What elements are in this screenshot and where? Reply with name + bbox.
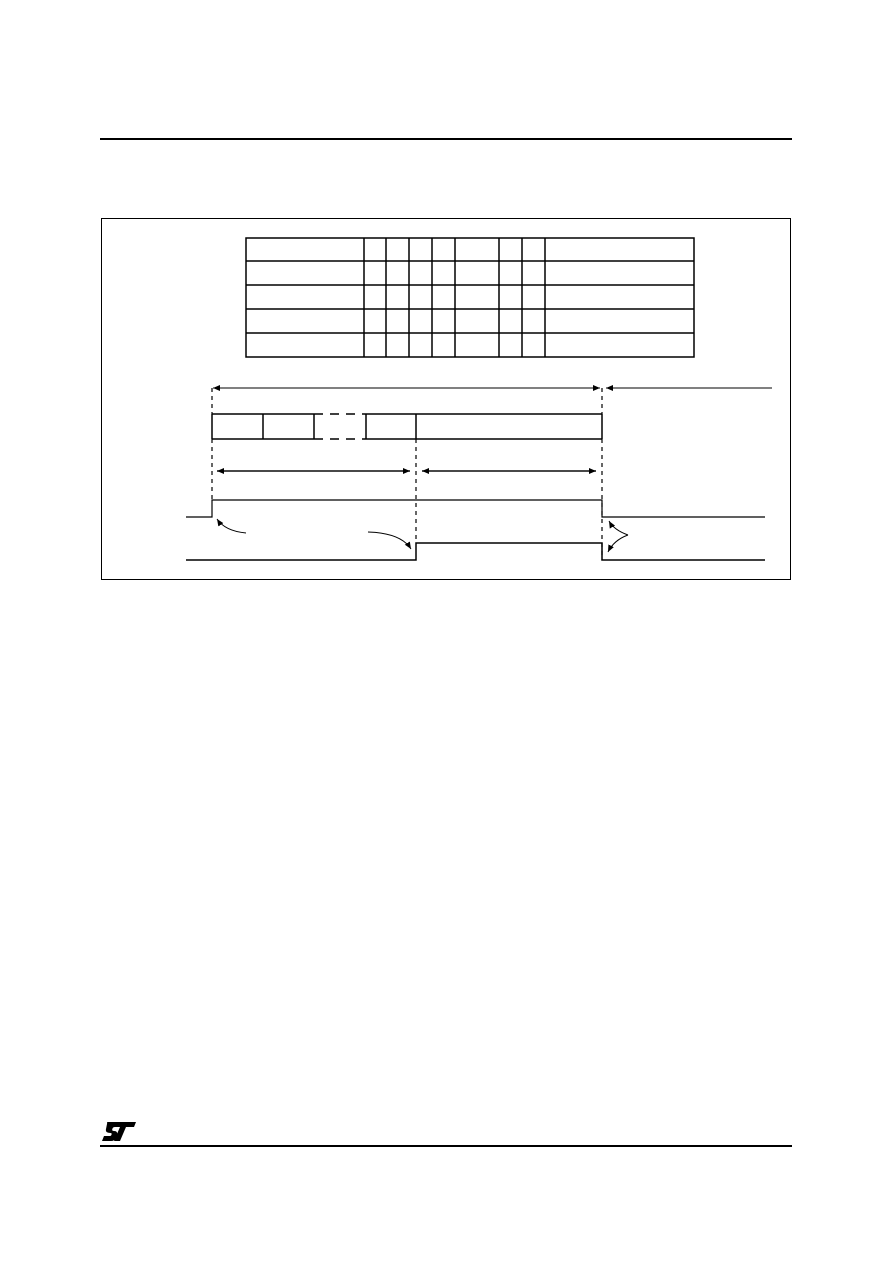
header-rule [100,138,792,140]
figure-frame [101,218,791,580]
register-table [245,237,695,358]
signal-waveform-2 [186,542,765,561]
signal-waveform-1 [186,499,765,518]
footer-rule [100,1145,792,1147]
timing-guides [211,388,603,560]
st-logo [102,1122,136,1141]
data-frame [211,413,603,440]
annotation-arrows [216,518,629,553]
